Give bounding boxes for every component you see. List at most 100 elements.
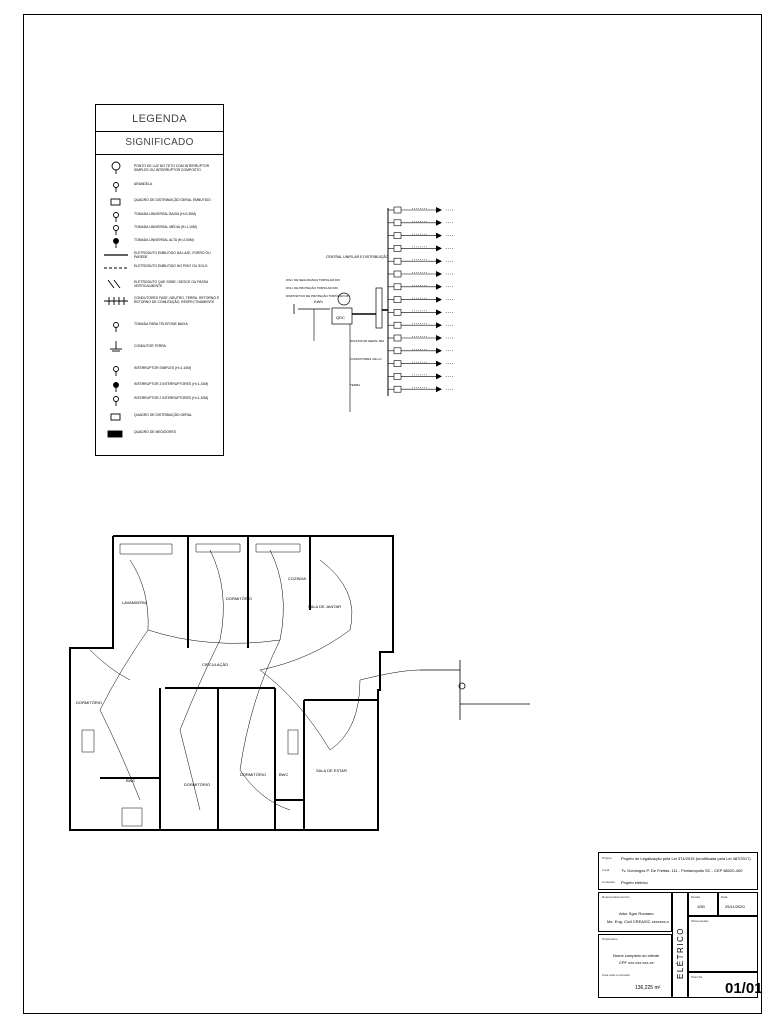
discipline-label: ELÉTRICO bbox=[676, 926, 685, 979]
circuit-branches bbox=[388, 206, 454, 393]
circuit-branch bbox=[388, 270, 454, 278]
circuit-branch bbox=[388, 219, 454, 227]
threeway-switch-icon bbox=[104, 379, 128, 393]
area-value: 136,225 m² bbox=[635, 985, 661, 991]
legend-text: QUADRO DE DISTRIBUIÇÃO GERAL EMBUTIDO bbox=[134, 198, 211, 202]
legend-text: ELETRODUTO EMBUTIDO NA LAJE, FORRO OU PA… bbox=[134, 251, 211, 259]
legend-row: INTERRUPTOR 3 INTERRUPTORES (H=1,10M) bbox=[96, 379, 223, 393]
floor-plan: LAVANDERIA DORMITÓRIO COZINHA SALA DE JA… bbox=[69, 535, 530, 831]
floor-conduit-icon bbox=[104, 261, 128, 275]
circuit-branch bbox=[388, 232, 454, 239]
scale-label: Escala bbox=[691, 895, 701, 899]
legend-text: ELETRODUTO QUE SOBE / DESCE OU PASSA VER… bbox=[134, 280, 209, 288]
author-label: Responsável técnico bbox=[602, 895, 630, 899]
legend-row: CONDUTORES FASE, NEUTRO, TERRA, RETORNO … bbox=[96, 293, 223, 307]
legend-text: ARANDELA bbox=[134, 182, 153, 186]
circuit-branch bbox=[388, 347, 454, 355]
feed-note-1: DISJ. DE SEGURANÇA TRIPOLAR DIN bbox=[286, 278, 340, 282]
panel-icon bbox=[104, 410, 128, 424]
legend-row: ARANDELA bbox=[96, 179, 223, 193]
legend-text: QUADRO DE DISTRIBUIÇÃO GERAL bbox=[134, 413, 193, 417]
circuit-branch bbox=[388, 385, 454, 393]
circuit-branch bbox=[388, 257, 454, 265]
legend-subtitle: SIGNIFICADO bbox=[96, 132, 223, 155]
room-bedroom-2: DORMITÓRIO bbox=[76, 700, 102, 705]
room-bedroom-3: DORMITÓRIO bbox=[184, 782, 210, 787]
room-kitchen: COZINHA bbox=[288, 576, 306, 581]
room-living: SALA DE ESTAR bbox=[316, 768, 347, 773]
feed-note-3: DISPOSITIVO DE PROTEÇÃO TRIPOLAR DIN bbox=[286, 293, 350, 298]
legend-text: TOMADA UNIVERSAL MÉDIA (H=1,10M) bbox=[134, 225, 197, 229]
legend-text: INTERRUPTOR 3 INTERRUPTORES (H=1,10M) bbox=[134, 382, 209, 386]
legend-row: CONDUTOR TERRA bbox=[96, 341, 223, 355]
legend-row: INTERRUPTOR 2 INTERRUPTORES (H=1,10M) bbox=[96, 393, 223, 407]
owner-name: Nome completo do cliente bbox=[613, 953, 660, 958]
legend-row: ELETRODUTO QUE SOBE / DESCE OU PASSA VER… bbox=[96, 277, 223, 291]
legend-row: ELETRODUTO EMBUTIDO NO PISO OU SOLO bbox=[96, 261, 223, 275]
legend-row: ELETRODUTO EMBUTIDO NA LAJE, FORRO OU PA… bbox=[96, 248, 223, 262]
content-label: Conteúdo bbox=[602, 880, 616, 884]
legend-text: TOMADA UNIVERSAL ALTA (H=2,00M) bbox=[134, 238, 194, 242]
meter-icon bbox=[337, 292, 351, 306]
qdc-box bbox=[331, 307, 353, 325]
ground-icon bbox=[104, 341, 128, 355]
circuit-branch bbox=[388, 360, 454, 367]
lower-note-2: CONDUTORES 10mm² bbox=[350, 357, 381, 361]
lamp-icon bbox=[104, 179, 128, 193]
circuit-branch bbox=[388, 309, 454, 316]
circuit-branch bbox=[388, 321, 454, 329]
owner-label: Proprietário bbox=[602, 937, 618, 941]
legend-text: TOMADA PARA TELEFONE BAIXA bbox=[134, 322, 188, 326]
meter-label: KWh bbox=[314, 299, 323, 304]
scale-value: 1/50 bbox=[697, 904, 705, 909]
circuit-branch bbox=[388, 334, 454, 342]
legend-text: ELETRODUTO EMBUTIDO NO PISO OU SOLO bbox=[134, 264, 208, 268]
project-label: Projeto bbox=[602, 856, 612, 860]
ceiling-light-icon bbox=[104, 161, 128, 175]
box-label: QDC bbox=[336, 315, 345, 320]
circuit-branch bbox=[388, 206, 454, 214]
date-value: 25/11/2020 bbox=[725, 904, 745, 909]
sheet-label: Prancha bbox=[691, 975, 703, 979]
feed-note-2: DISJ. DE PROTEÇÃO TRIPOLAR DIN bbox=[286, 285, 338, 290]
mid-outlet-icon bbox=[104, 222, 128, 236]
title-block-discipline: ELÉTRICO bbox=[672, 892, 688, 998]
title-block-author: Responsável técnico Artur Sgrò Romano Me… bbox=[598, 892, 672, 932]
project-text: Projeto de Legalização pela Lei 374/2015… bbox=[621, 856, 751, 861]
legend-text: CONDUTOR TERRA bbox=[134, 344, 166, 348]
room-bedroom-1: DORMITÓRIO bbox=[226, 596, 252, 601]
legend-box: LEGENDA SIGNIFICADO PONTO DE LUZ NO TETO… bbox=[95, 104, 224, 456]
legend-row: TOMADA PARA TELEFONE BAIXA bbox=[96, 319, 223, 333]
meter-icon bbox=[104, 427, 128, 441]
sheet-frame bbox=[23, 14, 762, 1014]
legend-row: TOMADA UNIVERSAL BAIXA (H=0,30M) bbox=[96, 209, 223, 223]
legend-row: INTERRUPTOR SIMPLES (H=1,10M) bbox=[96, 363, 223, 377]
double-switch-icon bbox=[104, 393, 128, 407]
circuit-branch bbox=[388, 373, 454, 380]
legend-row: QUADRO DE MEDIDORES bbox=[96, 427, 223, 441]
title-block-owner: Proprietário Nome completo do cliente CP… bbox=[598, 934, 672, 998]
legend-row: TOMADA UNIVERSAL MÉDIA (H=1,10M) bbox=[96, 222, 223, 236]
diagram-header: CENTRAL UNIFILAR E DISTRIBUIÇÃO bbox=[326, 254, 389, 259]
title-block-notes: Observações bbox=[688, 916, 758, 972]
legend-row: TOMADA UNIVERSAL ALTA (H=2,00M) bbox=[96, 235, 223, 249]
legend-row: QUADRO DE DISTRIBUIÇÃO GERAL EMBUTIDO bbox=[96, 195, 223, 209]
wall-conduit-icon bbox=[104, 248, 128, 262]
room-hall: CIRCULAÇÃO bbox=[202, 662, 228, 667]
sheet-number: 01/01 bbox=[725, 980, 763, 997]
low-outlet-icon bbox=[104, 209, 128, 223]
legend-text: PONTO DE LUZ NO TETO COM INTERRUPTOR SIM… bbox=[134, 164, 210, 172]
room-dining: SALA DE JANTAR bbox=[308, 604, 341, 609]
local-label: Local bbox=[602, 868, 610, 872]
lower-note-3: TERRA bbox=[350, 383, 360, 387]
single-line-diagram: CENTRAL UNIFILAR E DISTRIBUIÇÃO DISJ. DE… bbox=[286, 206, 454, 412]
area-label: Área total construída bbox=[602, 973, 630, 977]
room-laundry: LAVANDERIA bbox=[122, 600, 147, 605]
title-block-scale: Escala 1/50 bbox=[688, 892, 718, 916]
legend-title: LEGENDA bbox=[96, 105, 223, 132]
circuit-branch bbox=[388, 245, 454, 252]
wire-marks-icon bbox=[104, 293, 128, 307]
content-text: Projeto elétrico bbox=[621, 880, 648, 885]
legend-text: CONDUTORES FASE, NEUTRO, TERRA, RETORNO … bbox=[134, 296, 220, 304]
